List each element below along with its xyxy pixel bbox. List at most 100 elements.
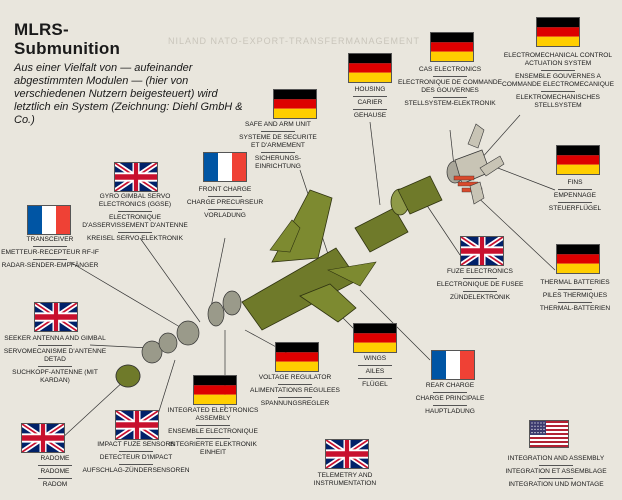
- label-divider: [196, 438, 230, 439]
- label-text: SYSTEME DE SECURITE ET D'ARMEMENT: [239, 134, 317, 149]
- uk-flag: [35, 303, 77, 331]
- label-text: INTEGRATION UND MONTAGE: [508, 481, 604, 488]
- label-text: FINS: [567, 179, 583, 186]
- label-divider: [278, 397, 312, 398]
- leader-line: [479, 114, 521, 161]
- label-text: TRANSCEIVER: [26, 236, 74, 243]
- label-fins: FINS EMPENNAGE STEUERFLÜGEL: [520, 179, 622, 213]
- leader-line: [489, 164, 556, 191]
- leader-line: [469, 189, 556, 271]
- label-text: SUCHKOPF-ANTENNE (MIT KARDAN): [12, 369, 98, 384]
- leader-line: [89, 344, 151, 349]
- label-text: ELECTRONIQUE D'ASSERVISSEMENT D'ANTENNE: [82, 214, 188, 229]
- label-text: INTEGRATION ET ASSEMBLAGE: [505, 468, 607, 475]
- germany-flag: [557, 245, 599, 273]
- label-divider: [433, 392, 467, 393]
- label-divider: [463, 278, 497, 279]
- iea-part: [222, 290, 242, 316]
- uk-flag: [22, 424, 64, 452]
- label-text: KREISEL SERVO ELEKTRONIK: [86, 235, 183, 242]
- label-divider: [208, 196, 242, 197]
- germany-flag: [274, 90, 316, 118]
- label-divider: [541, 70, 575, 71]
- label-divider: [38, 465, 72, 466]
- uk-flag: [115, 163, 157, 191]
- diagram-title: MLRS- Submunition: [14, 20, 120, 58]
- label-text: SEEKER ANTENNA AND GIMBAL: [4, 335, 106, 342]
- watermark-text: NILAND NATO-EXPORT-TRANSFERMANAGEMENT: [168, 36, 421, 46]
- germany-flag: [557, 146, 599, 174]
- label-divider: [38, 366, 72, 367]
- label-text: ELECTRONIQUE DE COMMANDE DES GOUVERNES: [397, 79, 503, 94]
- label-text: ENSEMBLE GOUVERNES A COMMANDE ELECTROMEC…: [501, 73, 615, 88]
- label-text: CHARGE PRINCIPALE: [415, 395, 485, 402]
- label-text: ELECTRONIQUE DE FUSEE: [436, 281, 524, 288]
- label-radome: RADOME RADOME RADOM: [0, 455, 110, 489]
- label-divider: [196, 425, 230, 426]
- label-cas: CAS ELECTRONICS ELECTRONIQUE DE COMMANDE …: [395, 66, 505, 108]
- germany-flag: [194, 376, 236, 404]
- label-divider: [433, 76, 467, 77]
- label-divider: [558, 289, 592, 290]
- label-text: VOLTAGE REGULATOR: [258, 374, 332, 381]
- label-divider: [353, 109, 387, 110]
- label-text: RADAR-SENDER-EMPFÄNGER: [1, 262, 99, 269]
- label-text: EMPENNAGE: [553, 192, 597, 199]
- label-text: FRONT CHARGE: [198, 186, 252, 193]
- label-gyro: GYRO GIMBAL SERVO ELECTRONICS (GGSE) ELEC…: [80, 193, 190, 243]
- label-text: GYRO GIMBAL SERVO ELECTRONICS (GGSE): [98, 193, 172, 208]
- wing-upper-small: [269, 219, 301, 253]
- label-divider: [33, 246, 67, 247]
- diagram-subtitle: Aus einer Vielfalt von — aufeinander abg…: [14, 62, 243, 126]
- label-divider: [539, 478, 573, 479]
- label-divider: [433, 405, 467, 406]
- label-text: FLÜGEL: [362, 381, 388, 388]
- label-divider: [261, 152, 295, 153]
- uk-flag: [461, 237, 503, 265]
- label-divider: [433, 97, 467, 98]
- label-text: RADOM: [42, 481, 68, 488]
- rear-charge-part: [354, 207, 409, 253]
- seeker-part: [141, 340, 163, 364]
- title-line-1: MLRS-: [14, 20, 69, 39]
- label-text: CAS ELECTRONICS: [418, 66, 482, 73]
- france-flag: [432, 351, 474, 379]
- label-text: EMETTEUR-RECEPTEUR RF-IF: [1, 249, 99, 256]
- fin-right: [479, 155, 505, 177]
- label-divider: [541, 91, 575, 92]
- label-text: DETECTEUR D'IMPACT: [99, 454, 173, 461]
- label-text: STEUERFLÜGEL: [548, 205, 602, 212]
- leader-line: [139, 237, 201, 323]
- label-text: THERMAL-BATTERIEN: [539, 305, 611, 312]
- label-divider: [119, 464, 153, 465]
- label-text: SICHERUNGS-EINRICHTUNG: [254, 155, 302, 170]
- gimbal-part: [158, 332, 178, 354]
- label-divider: [358, 378, 392, 379]
- leader-line: [69, 261, 186, 331]
- label-text: INTEGRIERTE ELEKTRONIK EINHEIT: [169, 441, 257, 456]
- label-text: AUFSCHLAG-ZÜNDERSENSOREN: [82, 467, 190, 474]
- label-divider: [119, 451, 153, 452]
- label-divider: [38, 478, 72, 479]
- label-divider: [118, 232, 152, 233]
- label-text: RADOME: [40, 468, 70, 475]
- germany-flag: [431, 33, 473, 61]
- label-text: PILES THERMIQUES: [542, 292, 608, 299]
- leader-line: [369, 121, 381, 206]
- title-line-2: Submunition: [14, 39, 121, 58]
- wing-lower: [299, 283, 357, 323]
- label-text: RADOME: [40, 455, 70, 462]
- germany-flag: [354, 324, 396, 352]
- label-text: INTEGRATION AND ASSEMBLY: [507, 455, 605, 462]
- label-text: SERVOMECANISME D'ANTENNE DETAD: [3, 348, 107, 363]
